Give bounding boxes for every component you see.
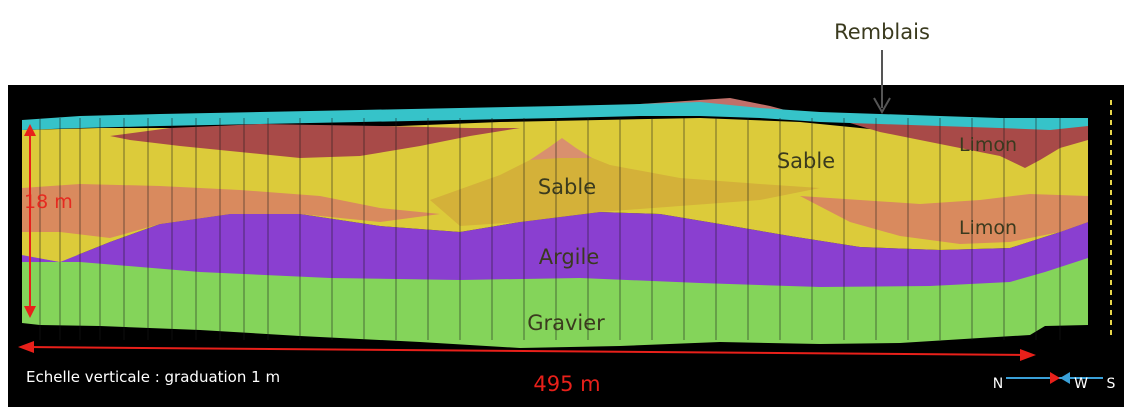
length-arrow-right-icon	[1020, 349, 1036, 361]
label-length: 495 m	[533, 372, 600, 396]
layer-limon-light-left	[22, 184, 440, 238]
label-sable-right: Sable	[777, 149, 835, 173]
length-dimension-line	[23, 346, 1031, 356]
label-scale-note: Echelle verticale : graduation 1 m	[26, 368, 280, 386]
label-remblais: Remblais	[834, 20, 930, 44]
layer-limon-top-right	[840, 120, 1088, 168]
compass-west: W	[1074, 376, 1088, 392]
height-arrow-top-icon	[24, 124, 36, 136]
layer-limon-spike	[530, 138, 592, 160]
layer-sable-lens	[430, 145, 820, 226]
remblais-arrowhead-icon	[873, 97, 891, 115]
compass-south: S	[1107, 376, 1116, 392]
label-limon-top: Limon	[959, 134, 1017, 156]
layer-argile	[22, 212, 1088, 287]
label-sable-left: Sable	[538, 175, 596, 199]
compass: N W S	[993, 372, 1116, 392]
height-arrow-bottom-icon	[24, 306, 36, 318]
length-arrow-left-icon	[18, 341, 34, 353]
layer-limon-light-right	[800, 194, 1088, 244]
layer-remblais	[22, 102, 1088, 130]
layer-limon-top	[110, 124, 520, 158]
label-limon-mid: Limon	[959, 217, 1017, 239]
label-height: 18 m	[24, 191, 73, 213]
label-argile: Argile	[539, 245, 600, 269]
label-gravier: Gravier	[527, 311, 605, 335]
compass-north: N	[993, 376, 1003, 392]
compass-west-arrow-icon	[1050, 372, 1060, 384]
borehole-lines	[39, 118, 1061, 340]
